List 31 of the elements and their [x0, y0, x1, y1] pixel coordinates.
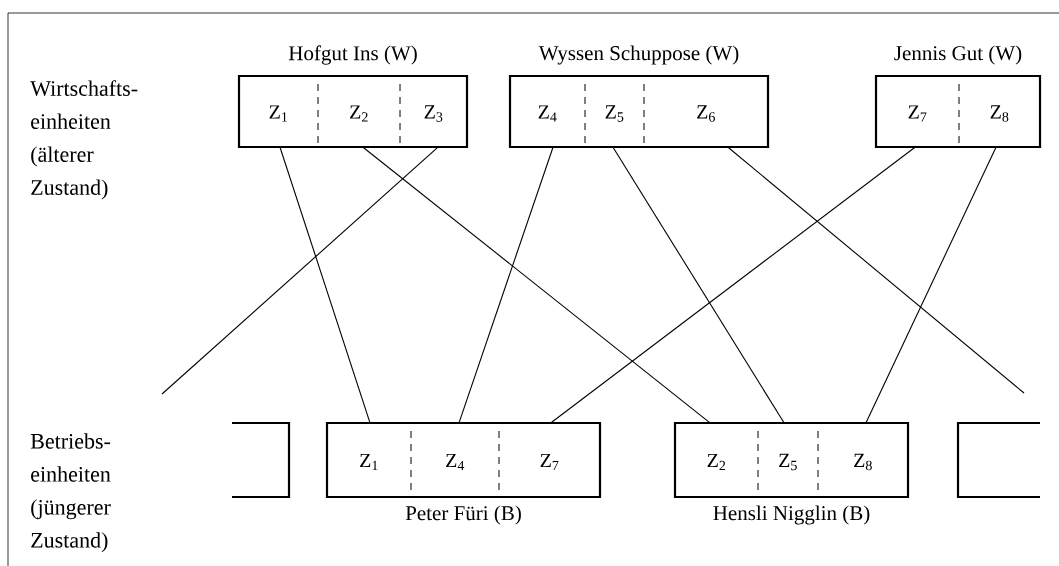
row-label: Wirtschafts- einheiten (älterer Zustand) [30, 80, 138, 200]
parcel-label: Z$_{7}$ [540, 453, 559, 471]
parcel-label: Z$_{2}$ [350, 105, 368, 122]
partial-box [232, 421, 291, 499]
parcel-label: Z$_{1}$ [269, 105, 288, 122]
unit-name: Jennis Gut (W) [894, 45, 1022, 65]
unit-name: Hensli Nigglin (B) [713, 505, 870, 525]
parcel-label: Z$_{5}$ [605, 105, 624, 122]
connector-line [362, 146, 711, 424]
parcel-label: Z$_{7}$ [908, 105, 927, 122]
connector-line [161, 146, 439, 395]
connector-line [865, 146, 997, 424]
parcel-label: Z$_{2}$ [707, 453, 726, 471]
connector-line [550, 146, 916, 424]
parcel-label: Z$_{5}$ [779, 453, 797, 471]
connector-line [458, 146, 554, 424]
parcel-label: Z$_{4}$ [538, 105, 557, 122]
unit-name: Peter Füri (B) [405, 505, 521, 525]
partial-box [956, 421, 1040, 499]
parcel-label: Z$_{3}$ [424, 105, 443, 122]
unit-name: Hofgut Ins (W) [288, 45, 417, 65]
parcel-label: Z$_{4}$ [446, 453, 465, 471]
parcel-label: Z$_{8}$ [990, 105, 1009, 122]
connector-line [727, 146, 1025, 394]
parcel-label: Z$_{8}$ [854, 453, 872, 471]
unit-name: Wyssen Schuppose (W) [538, 45, 739, 65]
row-label: Betriebs- einheiten (jüngerer Zustand) [30, 433, 111, 553]
connector-line [612, 146, 785, 424]
parcel-label: Z$_{1}$ [360, 453, 378, 471]
connector-line [279, 146, 371, 424]
parcel-label: Z$_{6}$ [697, 105, 715, 122]
